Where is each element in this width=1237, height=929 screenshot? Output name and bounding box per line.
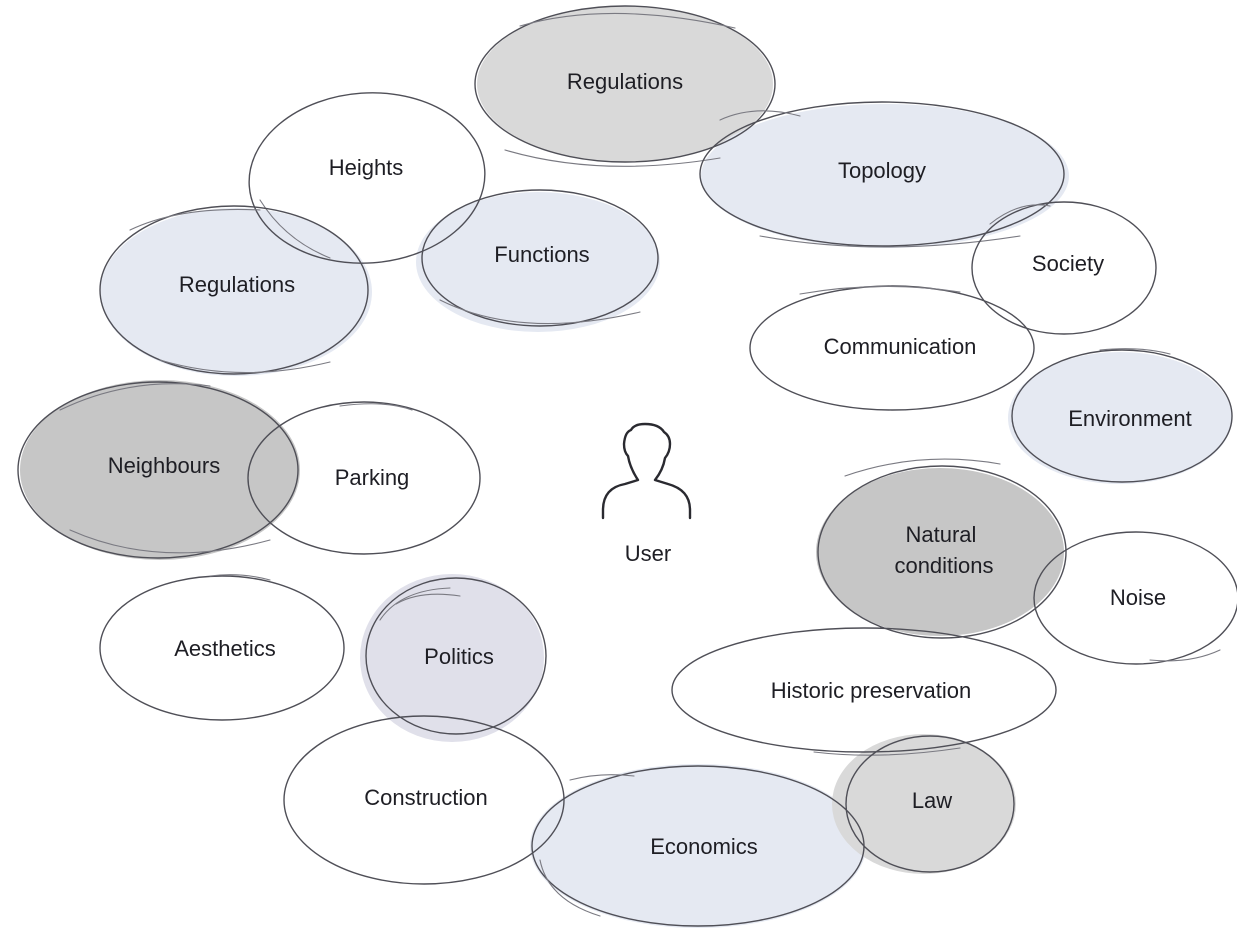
fill-layer bbox=[20, 6, 1232, 928]
regulations-left-ellipse bbox=[99, 205, 369, 375]
node-label-topology: Topology bbox=[838, 158, 926, 183]
economics-fill bbox=[530, 764, 866, 928]
natural-conditions-fill bbox=[816, 468, 1064, 636]
node-label-environment: Environment bbox=[1068, 406, 1192, 431]
node-label-historic-preservation: Historic preservation bbox=[771, 678, 972, 703]
node-label-regulations-top: Regulations bbox=[567, 69, 683, 94]
node-label-aesthetics: Aesthetics bbox=[174, 636, 276, 661]
topology-ellipse bbox=[699, 101, 1065, 248]
label-layer: User Regulations Heights Topology Functi… bbox=[108, 69, 1192, 859]
node-label-noise: Noise bbox=[1110, 585, 1166, 610]
regulations-top-fill bbox=[477, 6, 773, 162]
node-label-politics: Politics bbox=[424, 644, 494, 669]
natural-conditions-ellipse bbox=[817, 458, 1067, 639]
regulations-top-ellipse bbox=[474, 5, 776, 167]
node-label-law: Law bbox=[912, 788, 952, 813]
node-label-communication: Communication bbox=[824, 334, 977, 359]
politics-fill bbox=[360, 574, 544, 742]
environment-fill bbox=[1008, 352, 1232, 484]
law-fill bbox=[832, 734, 1016, 874]
neighbours-ellipse bbox=[17, 381, 299, 559]
regulations-left-fill bbox=[100, 208, 372, 376]
node-label-economics: Economics bbox=[650, 834, 758, 859]
politics-ellipse bbox=[365, 577, 547, 735]
node-label-heights: Heights bbox=[329, 155, 404, 180]
historic-preservation-ellipse bbox=[671, 627, 1057, 756]
neighbours-fill bbox=[20, 380, 300, 560]
environment-ellipse bbox=[1011, 348, 1233, 483]
topology-fill bbox=[701, 104, 1069, 248]
parking-ellipse bbox=[247, 401, 481, 555]
functions-ellipse bbox=[421, 189, 659, 327]
node-label-society: Society bbox=[1032, 251, 1104, 276]
outline-layer bbox=[17, 5, 1237, 927]
communication-ellipse bbox=[749, 285, 1035, 411]
aesthetics-ellipse bbox=[99, 574, 345, 721]
construction-ellipse bbox=[283, 715, 565, 885]
law-ellipse bbox=[845, 735, 1015, 873]
node-label-functions: Functions bbox=[494, 242, 589, 267]
natural-conditions-line-1: Natural bbox=[905, 522, 976, 547]
noise-ellipse bbox=[1033, 531, 1237, 665]
node-label-neighbours: Neighbours bbox=[108, 453, 221, 478]
node-label-construction: Construction bbox=[364, 785, 488, 810]
center-label: User bbox=[625, 541, 671, 566]
functions-fill bbox=[416, 192, 660, 332]
society-ellipse bbox=[971, 201, 1157, 335]
node-label-regulations-left: Regulations bbox=[179, 272, 295, 297]
natural-conditions-line-2: conditions bbox=[894, 553, 993, 578]
node-label-parking: Parking bbox=[335, 465, 410, 490]
user-icon bbox=[601, 422, 692, 520]
node-label-natural-conditions: Natural conditions bbox=[894, 522, 993, 578]
